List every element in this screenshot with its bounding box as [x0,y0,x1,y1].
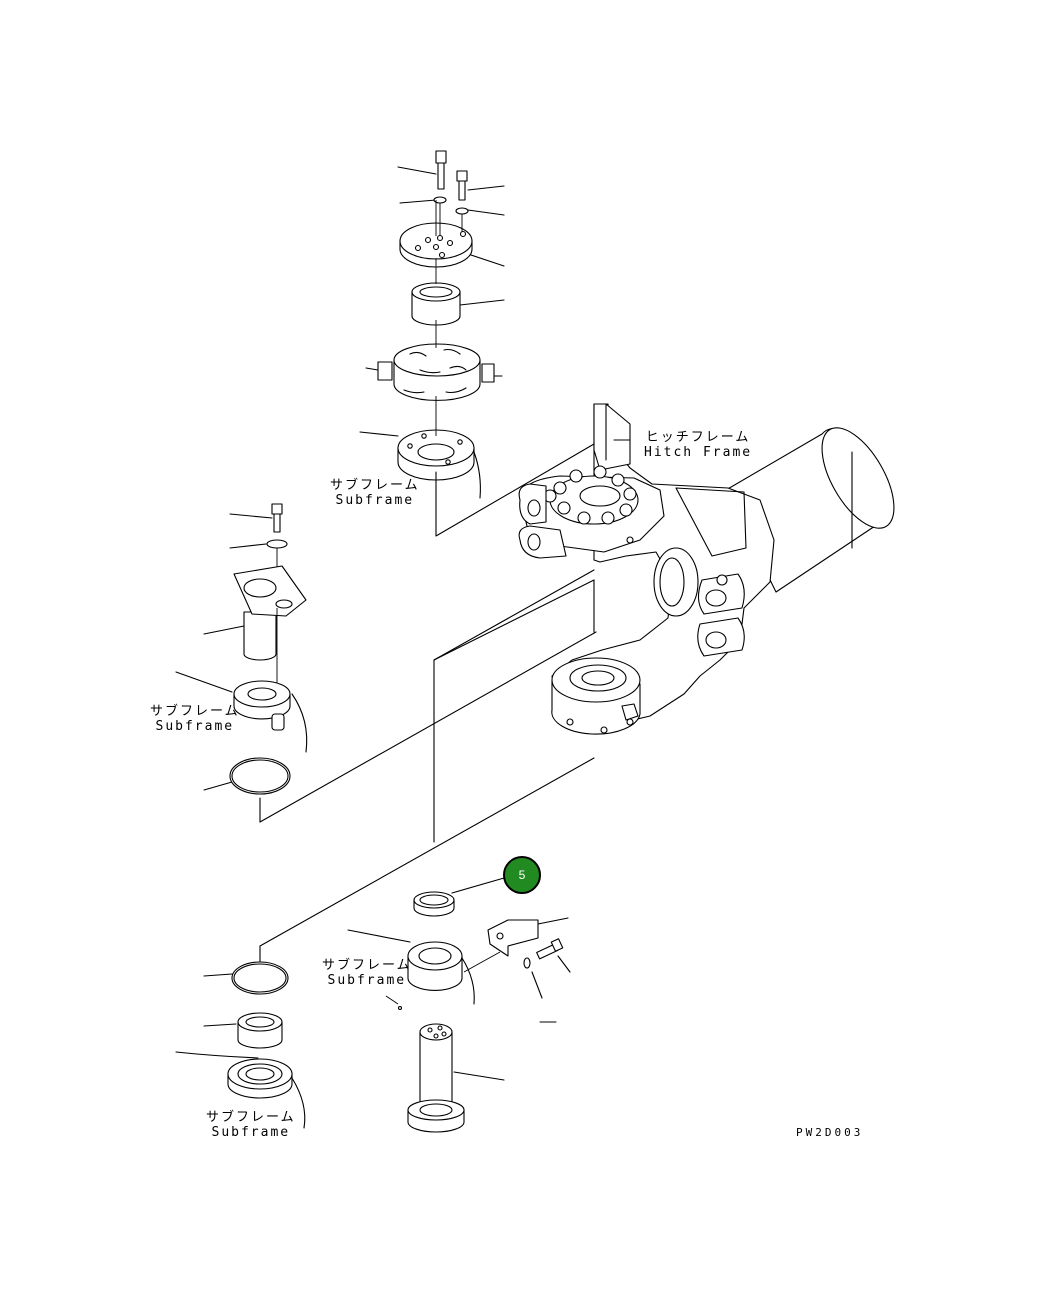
subframe-label-top-en: Subframe [335,493,415,508]
subframe-label-bottom: サブフレーム Subframe [206,1110,296,1140]
part-callout-5[interactable]: 5 [503,856,541,894]
lower-bolt [536,938,571,973]
top-bushing [411,282,505,326]
left-subframe-boss [175,671,308,753]
top-bolt-small [456,170,505,201]
subframe-label-left-en: Subframe [155,719,235,734]
subframe-label-lower: サブフレーム Subframe [322,958,412,988]
left-bushing-lower [203,1012,283,1049]
hitch-frame-label-ja: ヒッチフレーム [645,430,751,445]
lower-pin [407,1023,505,1133]
top-washer-right [455,207,505,216]
top-spacer-ring [365,343,503,401]
hitch-frame [518,403,895,735]
top-bolt-large [397,150,447,190]
subframe-label-bottom-en: Subframe [211,1125,291,1140]
top-subframe-boss [359,429,481,499]
top-washer-left [399,196,447,204]
subframe-label-bottom-ja: サブフレーム [206,1110,296,1125]
lower-subframe-boss [347,929,475,1011]
drawing-code: PW2D003 [796,1126,864,1139]
subframe-label-top-ja: サブフレーム [330,478,420,493]
subframe-label-lower-en: Subframe [327,973,407,988]
subframe-label-left: サブフレーム Subframe [150,704,240,734]
top-cover-plate [399,203,505,268]
left-o-ring-lower [203,961,289,995]
lower-washer [523,957,557,1023]
hitch-frame-label-en: Hitch Frame [644,445,753,460]
left-o-ring-upper [203,757,291,795]
left-bolt [229,503,283,533]
subframe-label-lower-ja: サブフレーム [322,958,412,973]
subframe-label-left-ja: サブフレーム [150,704,240,719]
left-seal-ring [175,1051,306,1129]
lower-bracket [463,917,569,973]
hitch-frame-label: ヒッチフレーム Hitch Frame [644,430,752,460]
lower-seal [413,877,505,917]
subframe-label-top: サブフレーム Subframe [330,478,420,508]
